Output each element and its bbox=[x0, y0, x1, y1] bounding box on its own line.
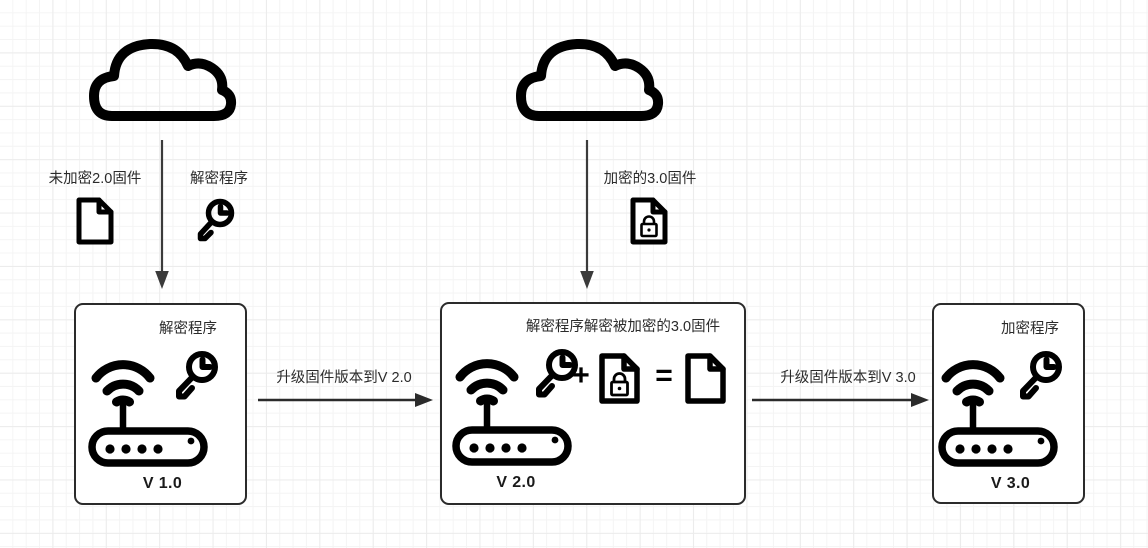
cloud-right bbox=[515, 34, 664, 126]
device-box-router-v1[interactable]: 解密程序 bbox=[74, 303, 247, 505]
document-icon bbox=[74, 196, 116, 246]
wifi-router-icon bbox=[938, 355, 1066, 467]
device-version: V 1.0 bbox=[76, 475, 249, 493]
arrow-right-icon bbox=[256, 390, 434, 410]
document-locked-icon bbox=[628, 196, 670, 246]
asset-label: 解密程序 bbox=[190, 171, 248, 187]
plus-sign-text: + bbox=[572, 359, 590, 392]
asset-unencrypted-firmware-label: 未加密2.0固件 bbox=[30, 170, 160, 188]
transition-label-text: 升级固件版本到V 3.0 bbox=[780, 370, 916, 386]
device-version-text: V 2.0 bbox=[496, 474, 536, 491]
key-icon bbox=[528, 346, 582, 402]
device-caption-text: 加密程序 bbox=[1001, 321, 1059, 337]
arrow-right-icon bbox=[750, 390, 930, 410]
asset-encrypted-firmware-label: 加密的3.0固件 bbox=[580, 170, 720, 188]
device-version: V 3.0 bbox=[934, 475, 1087, 493]
key-icon bbox=[168, 348, 222, 404]
transition-label-text: 升级固件版本到V 2.0 bbox=[276, 370, 412, 386]
device-caption-text: 解密程序解密被加密的3.0固件 bbox=[525, 319, 721, 335]
plus-sign: + bbox=[570, 361, 592, 391]
device-version: V 2.0 bbox=[460, 474, 572, 492]
device-box-router-v2[interactable]: 解密程序解密被加密的3.0固件 + bbox=[440, 302, 746, 505]
download-arrow-right bbox=[575, 138, 599, 290]
asset-decrypt-program-label: 解密程序 bbox=[158, 170, 280, 188]
device-box-router-v3[interactable]: 加密程序 bbox=[932, 303, 1085, 504]
device-caption: 解密程序 bbox=[134, 320, 242, 338]
device-caption-text: 解密程序 bbox=[159, 321, 217, 337]
transition-upgrade-to-v2-label: 升级固件版本到V 2.0 bbox=[248, 366, 440, 387]
device-version-text: V 1.0 bbox=[142, 475, 183, 492]
transition-upgrade-to-v3-label: 升级固件版本到V 3.0 bbox=[752, 366, 944, 387]
key-icon bbox=[1012, 348, 1066, 404]
document-locked-icon bbox=[597, 352, 643, 406]
equals-sign: = bbox=[650, 361, 678, 391]
equals-sign-text: = bbox=[655, 359, 673, 392]
cloud-left bbox=[88, 34, 237, 126]
device-caption: 解密程序解密被加密的3.0固件 bbox=[508, 318, 738, 336]
device-version-text: V 3.0 bbox=[990, 475, 1031, 492]
device-caption: 加密程序 bbox=[978, 320, 1082, 338]
key-icon bbox=[190, 196, 238, 246]
asset-label: 未加密2.0固件 bbox=[48, 171, 142, 187]
wifi-router-icon bbox=[452, 354, 580, 466]
wifi-router-icon bbox=[88, 355, 216, 467]
download-arrow-left bbox=[150, 138, 174, 290]
asset-label: 加密的3.0固件 bbox=[603, 171, 697, 187]
document-icon bbox=[683, 352, 729, 406]
